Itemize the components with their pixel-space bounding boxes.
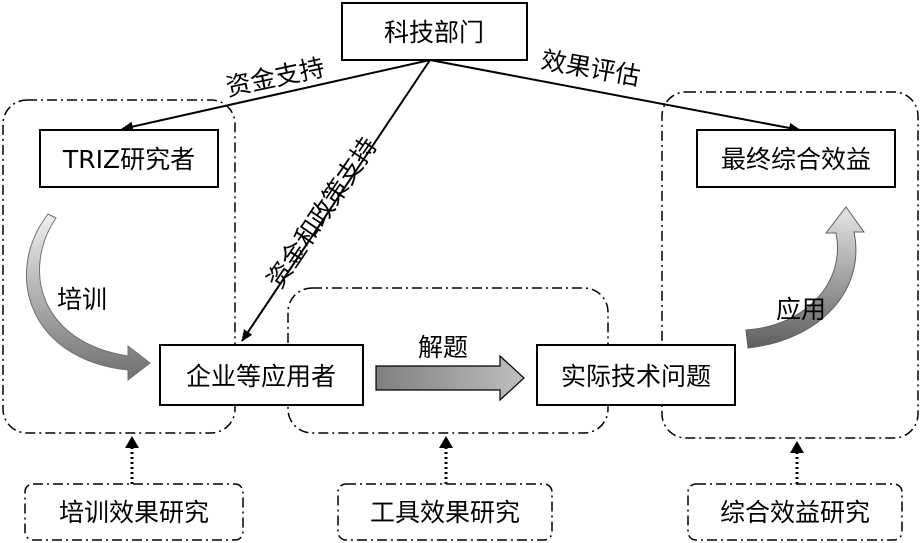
edge-label-solve: 解题: [418, 333, 468, 362]
node-benefit-study-label: 综合效益研究: [720, 498, 870, 527]
arrow-fund-policy: [241, 59, 431, 342]
block-arrow-solve: [375, 354, 525, 402]
node-researcher-label: TRIZ研究者: [62, 145, 195, 174]
dotted-arrowhead-training: [125, 436, 139, 448]
edge-label-training: 培训: [57, 285, 107, 314]
node-benefit-label: 最终综合效益: [721, 145, 871, 174]
arrow-fund-support: [121, 59, 431, 132]
node-researcher: [39, 129, 219, 188]
arrow-effect-eval: [429, 59, 801, 133]
node-training-study: [24, 483, 244, 541]
node-training-study-label: 培训效果研究: [59, 498, 209, 527]
edge-label-fund-policy: 资金和政策支持: [261, 132, 383, 293]
dotted-arrowhead-tool: [439, 436, 453, 448]
dotted-arrowhead-benefit: [790, 441, 804, 453]
node-dept-label: 科技部门: [384, 18, 484, 47]
node-benefit-study: [687, 483, 903, 541]
node-problem-label: 实际技术问题: [561, 362, 711, 391]
node-enterprise-label: 企业等应用者: [186, 362, 336, 391]
node-problem: [536, 344, 736, 406]
node-tool-study: [337, 483, 553, 541]
curved-arrow-apply: [745, 206, 865, 349]
node-dept: [341, 2, 528, 61]
node-tool-study-label: 工具效果研究: [370, 498, 520, 527]
node-benefit: [696, 129, 896, 188]
curved-arrow-training: [26, 213, 151, 382]
node-enterprise: [159, 344, 364, 406]
edge-label-apply: 应用: [776, 295, 826, 324]
region-training: [2, 99, 236, 434]
region-benefit: [661, 91, 919, 439]
